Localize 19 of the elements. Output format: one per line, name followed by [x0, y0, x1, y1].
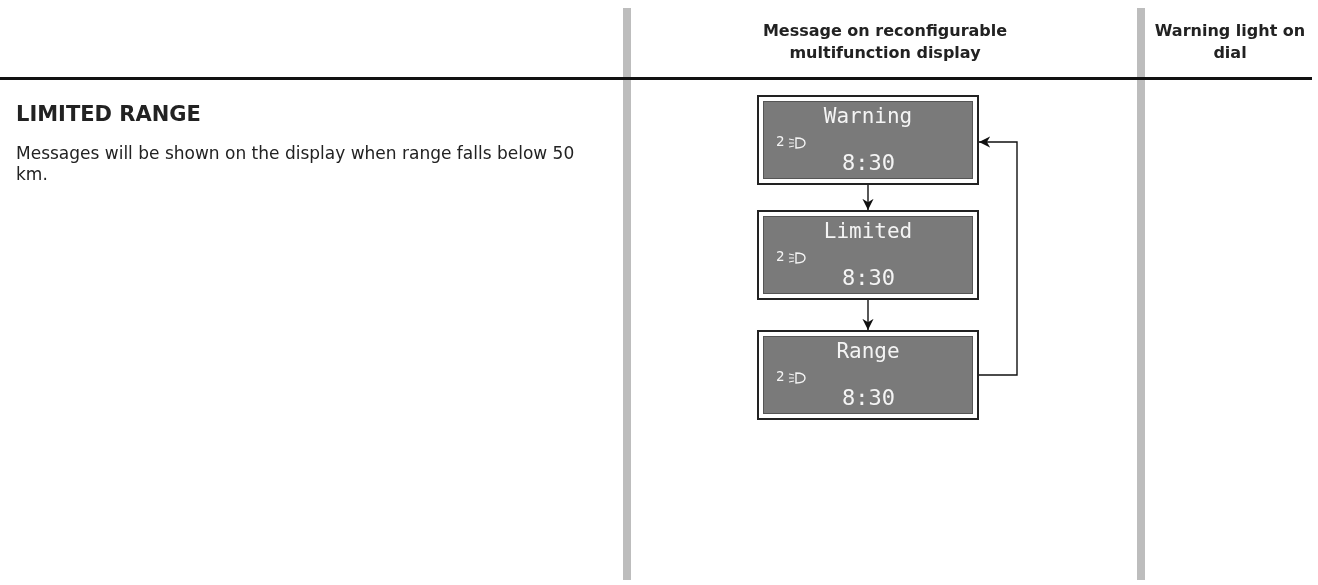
arrow	[862, 184, 874, 211]
display-message: Warning	[822, 104, 914, 128]
display-screen	[757, 95, 979, 185]
display-screen	[757, 330, 979, 420]
description-text: Messages will be shown on the display when range falls below 50 km.	[16, 143, 576, 185]
display-message: Limited	[822, 219, 914, 243]
display-digit: 2	[776, 368, 785, 384]
display-digit: 2	[776, 248, 785, 264]
column-heading: Warning light on dial	[1153, 20, 1307, 64]
display-screen	[757, 210, 979, 300]
section-heading: LIMITED RANGE	[16, 102, 202, 126]
display-clock: 8:30	[842, 150, 895, 175]
display-clock: 8:30	[842, 385, 895, 410]
display-clock: 8:30	[842, 265, 895, 290]
column-heading: Message on reconfigurable multifunction display	[761, 20, 1009, 64]
arrow	[862, 299, 874, 331]
arrow	[978, 136, 1018, 376]
display-digit: 2	[776, 133, 785, 149]
display-message: Range	[835, 339, 901, 363]
